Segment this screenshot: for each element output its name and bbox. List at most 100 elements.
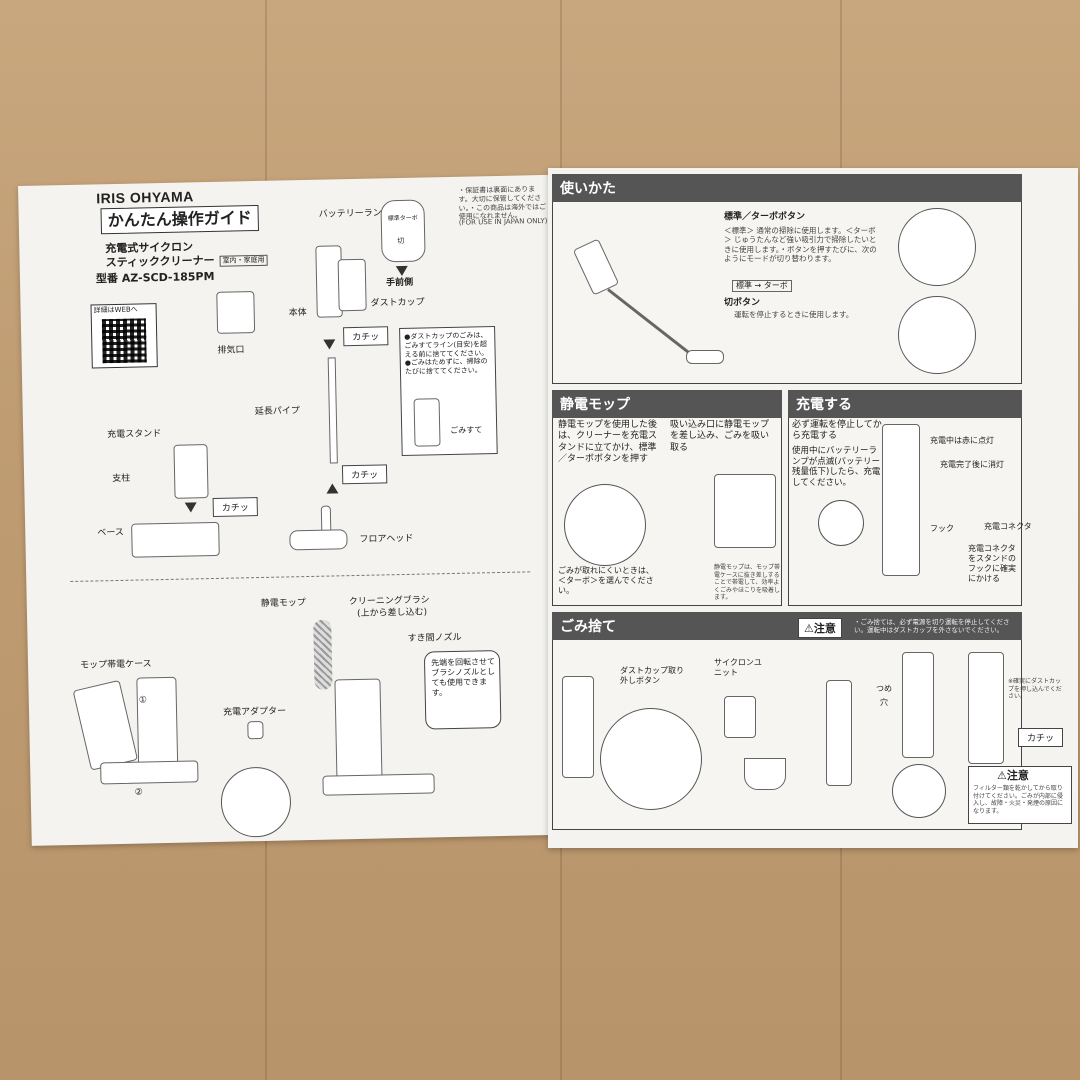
product-tag: 室内・家庭用	[219, 254, 268, 267]
front-arrow-icon	[395, 265, 408, 277]
reattach-detail-circle	[892, 764, 946, 818]
stand-base-with-tools	[322, 773, 435, 796]
charge-step-1: 必ず運転を停止してから充電する	[792, 420, 882, 442]
turbo-title: 標準／ターボボタン	[724, 212, 806, 222]
step-num-1: ①	[138, 695, 147, 706]
final-drawing	[968, 652, 1004, 764]
mop-stand-drawing	[714, 474, 776, 548]
cyclone-unit-drawing	[724, 696, 756, 738]
product-name-1: 充電式サイクロン	[105, 240, 194, 256]
qr-code	[101, 318, 147, 364]
up-arrow-icon	[326, 483, 339, 494]
floor-head-label: フロアヘッド	[359, 533, 414, 545]
japan-only-note: (FOR USE IN JAPAN ONLY)	[458, 216, 548, 227]
floor-head-drawing	[289, 529, 348, 551]
dust-note-text: ●ダストカップのごみは、ごみすてライン(目安)を超える前に捨ててください。●ごみ…	[404, 331, 489, 376]
off-button-label: 切	[397, 236, 405, 246]
brand-logo: IRIS OHYAMA	[96, 188, 194, 207]
tab-label: つめ	[876, 684, 892, 693]
charge-heading: 充電する	[788, 390, 1022, 418]
click-label-dust: カチッ	[1018, 728, 1064, 747]
mop-button-circle	[564, 484, 646, 566]
down-arrow-icon	[323, 339, 336, 350]
front-side-label: 手前側	[386, 277, 414, 289]
mop-step-1: 静電モップを使用した後は、クリーナーを充電スタンドに立てかけ、標準／ターボボタン…	[558, 420, 658, 464]
caution2-icon: ⚠	[997, 769, 1007, 782]
caution2-desc: フィルター類を乾かしてから取り付けてください。ごみが内部に侵入し、故障・火災・発…	[973, 785, 1064, 815]
dust-release-label: ダストカップ取り外しボタン	[620, 666, 684, 685]
adapter-drawing	[247, 720, 264, 740]
nozzle-note-box: 先端を回転させてブラシノズルとしても使用できます。	[423, 650, 502, 730]
mode-switch: 標準 → ターボ	[732, 280, 792, 292]
brush-sub-label: (上から差し込む)	[356, 607, 428, 619]
click-label-3: カチッ	[212, 497, 258, 517]
guide-title: かんたん操作ガイド	[100, 204, 260, 235]
charge-vacuum-drawing	[882, 424, 920, 576]
mop-case-open-drawing	[72, 679, 139, 771]
dust-release-circle	[600, 708, 702, 810]
usage-vacuum-body	[572, 238, 620, 296]
caution2-title: ⚠注意	[997, 769, 1029, 783]
stand-down-arrow-icon	[184, 502, 197, 513]
dust-cup-detail-drawing	[413, 398, 441, 447]
exhaust-detail-drawing	[216, 291, 256, 334]
mop-case-label: モップ帯電ケース	[79, 659, 152, 671]
charge-on-label: 充電中は赤に点灯	[930, 436, 994, 445]
button-panel: 標準ターボ 切	[380, 199, 426, 263]
dust-cup-label: ダストカップ	[370, 297, 425, 309]
step-num-2: ②	[134, 787, 143, 798]
off-button-circle	[898, 296, 976, 374]
mop-hint: ごみが取れにくいときは、＜ターボ＞を選んでください。	[558, 566, 654, 595]
usage-heading: 使いかた	[552, 174, 1022, 202]
charge-done-label: 充電完了後に消灯	[940, 460, 1004, 469]
left-manual-page: IRIS OHYAMA かんたん操作ガイド 充電式サイクロン スティッククリーナ…	[18, 174, 562, 846]
mop-small-note: 静電モップは、モップ帯電ケースに抜き差しすることで帯電して、効率よくごみやほこり…	[714, 564, 781, 601]
caution2-label: 注意	[1006, 769, 1029, 782]
turbo-button-circle	[898, 208, 976, 286]
reattach-drawing	[902, 652, 934, 758]
usage-illustration	[568, 232, 724, 364]
caution-label: 注意	[813, 622, 836, 635]
mop-step-2: 吸い込み口に静電モップを差し込み、ごみを吸い取る	[670, 420, 770, 453]
turbo-description: ＜標準＞ 通常の掃除に使用します。＜ターボ＞ じゅうたんなど強い吸引力で掃除した…	[724, 226, 877, 264]
turbo-button-label: 標準ターボ	[387, 214, 418, 223]
base-label: ベース	[97, 527, 124, 539]
product-name-2: スティッククリーナー	[105, 253, 215, 270]
nozzle-note: 先端を回転させてブラシノズルとしても使用できます。	[430, 657, 496, 698]
dust-caution-text: ・ごみ捨ては、必ず電源を切り運転を停止してください。運転中はダストカップを外さな…	[854, 618, 1010, 635]
dust-heading: ごみ捨て	[552, 612, 1022, 640]
hole-label: 穴	[880, 698, 888, 707]
gomi-line-label: ごみすて	[450, 425, 483, 436]
dust-bin-drawing	[744, 758, 786, 790]
gap-nozzle-label: すき間ノズル	[407, 632, 462, 644]
pillar-label: 支柱	[112, 473, 131, 485]
mop-case-base-drawing	[100, 760, 199, 785]
adapter-detail-circle	[220, 766, 292, 838]
stand-base-drawing	[131, 521, 220, 558]
cup-cleaning-drawing	[826, 680, 852, 786]
web-label: 詳細はWEBへ	[93, 305, 138, 315]
off-description: 運転を停止するときに使用します。	[734, 310, 854, 319]
exhaust-label: 排気口	[217, 345, 245, 356]
extension-pipe-drawing	[327, 357, 338, 464]
extension-pipe-label: 延長パイプ	[254, 406, 300, 418]
dust-step-1-drawing	[562, 676, 594, 778]
lamp-circle	[818, 500, 864, 546]
qr-frame: 詳細はWEBへ	[90, 303, 158, 369]
charging-stand-label: 充電スタンド	[107, 429, 162, 441]
stand-pillar-drawing	[173, 444, 209, 499]
mop-label: 静電モップ	[260, 598, 306, 610]
dust-note-box: ●ダストカップのごみは、ごみすてライン(目安)を超える前に捨ててください。●ごみ…	[399, 326, 498, 457]
hook-label: フック	[930, 524, 954, 533]
brush-label: クリーニングブラシ	[348, 595, 430, 608]
right-manual-page: 使いかた 標準／ターボボタン ＜標準＞ 通常の掃除に使用します。＜ターボ＞ じゅ…	[548, 168, 1078, 848]
caution2-box: ⚠注意 フィルター類を乾かしてから取り付けてください。ごみが内部に侵入し、故障・…	[968, 766, 1072, 824]
mop-drawing	[313, 619, 333, 690]
cyclone-unit-label: サイクロンユニット	[714, 658, 762, 677]
stand-with-tools-drawing	[334, 678, 383, 782]
mop-heading: 静電モップ	[552, 390, 782, 418]
usage-head	[686, 350, 724, 364]
connector-label: 充電コネクタ	[984, 522, 1032, 531]
model-number: 型番 AZ-SCD-185PM	[95, 269, 215, 286]
connector-note: 充電コネクタをスタンドのフックに確実にかける	[968, 544, 1016, 583]
